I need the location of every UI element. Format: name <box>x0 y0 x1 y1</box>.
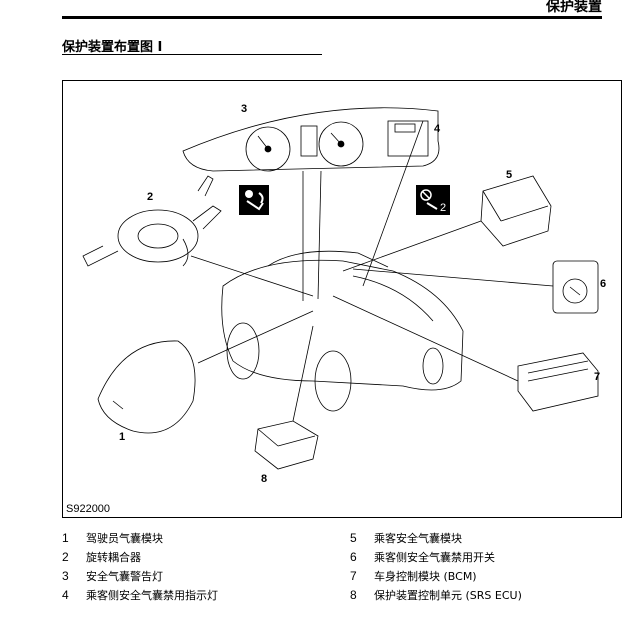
legend-item: 2 旋转耦合器 <box>62 547 218 566</box>
clock-spring-drawing <box>82 175 222 267</box>
legend-number: 1 <box>62 530 69 545</box>
legend-label: 安全气囊警告灯 <box>86 569 163 583</box>
srs-ecu-drawing <box>254 420 319 470</box>
legend-item: 3 安全气囊警告灯 <box>62 566 218 585</box>
section-rule <box>62 54 322 55</box>
callout-3: 3 <box>241 103 248 115</box>
legend-label: 驾驶员气囊模块 <box>86 531 163 545</box>
legend-item: 8 保护装置控制单元 (SRS ECU) <box>350 585 522 604</box>
legend-item: 4 乘客侧安全气囊禁用指示灯 <box>62 585 218 604</box>
instrument-cluster-drawing <box>182 107 440 172</box>
legend-number: 3 <box>62 568 69 583</box>
legend-label: 旋转耦合器 <box>86 550 141 564</box>
driver-airbag-drawing <box>97 340 196 434</box>
legend-number: 5 <box>350 530 357 545</box>
callout-6: 6 <box>600 278 607 290</box>
figure-id: S922000 <box>66 503 111 515</box>
disable-switch-drawing <box>552 260 599 314</box>
figure-illustration: 2 <box>82 107 599 470</box>
header-title: 保护装置 <box>546 0 602 15</box>
legend-number: 6 <box>350 549 357 564</box>
callout-7: 7 <box>594 371 601 383</box>
airbag-off-indicator-icon <box>416 185 450 215</box>
legend-label: 乘客侧安全气囊禁用指示灯 <box>86 588 218 602</box>
legend-right: 5 乘客安全气囊模块 6 乘客侧安全气囊禁用开关 7 车身控制模块 (BCM) … <box>350 528 522 604</box>
legend-label: 乘客侧安全气囊禁用开关 <box>374 550 495 564</box>
callout-2: 2 <box>147 191 154 203</box>
legend-left: 1 驾驶员气囊模块 2 旋转耦合器 3 安全气囊警告灯 4 乘客侧安全气囊禁用指… <box>62 528 218 604</box>
svg-text:2: 2 <box>440 202 446 214</box>
layout-figure: 2 <box>62 80 622 518</box>
legend-item: 5 乘客安全气囊模块 <box>350 528 522 547</box>
callout-1: 1 <box>119 431 126 443</box>
car-outline-drawing <box>221 250 464 412</box>
section-title: 保护装置布置图 I <box>62 40 163 55</box>
callout-8: 8 <box>261 473 268 485</box>
passenger-airbag-drawing <box>480 175 552 247</box>
legend-item: 1 驾驶员气囊模块 <box>62 528 218 547</box>
legend-item: 7 车身控制模块 (BCM) <box>350 566 522 585</box>
header-rule <box>62 16 602 19</box>
callout-5: 5 <box>506 169 513 181</box>
callout-4: 4 <box>434 123 441 135</box>
legend-label: 保护装置控制单元 (SRS ECU) <box>374 588 522 602</box>
legend-number: 7 <box>350 568 357 583</box>
legend-item: 6 乘客侧安全气囊禁用开关 <box>350 547 522 566</box>
legend-number: 8 <box>350 587 357 602</box>
legend-label: 车身控制模块 (BCM) <box>374 569 477 583</box>
airbag-warning-icon <box>239 185 269 215</box>
legend-number: 2 <box>62 549 69 564</box>
legend-number: 4 <box>62 587 69 602</box>
bcm-drawing <box>517 352 599 412</box>
legend-label: 乘客安全气囊模块 <box>374 531 462 545</box>
